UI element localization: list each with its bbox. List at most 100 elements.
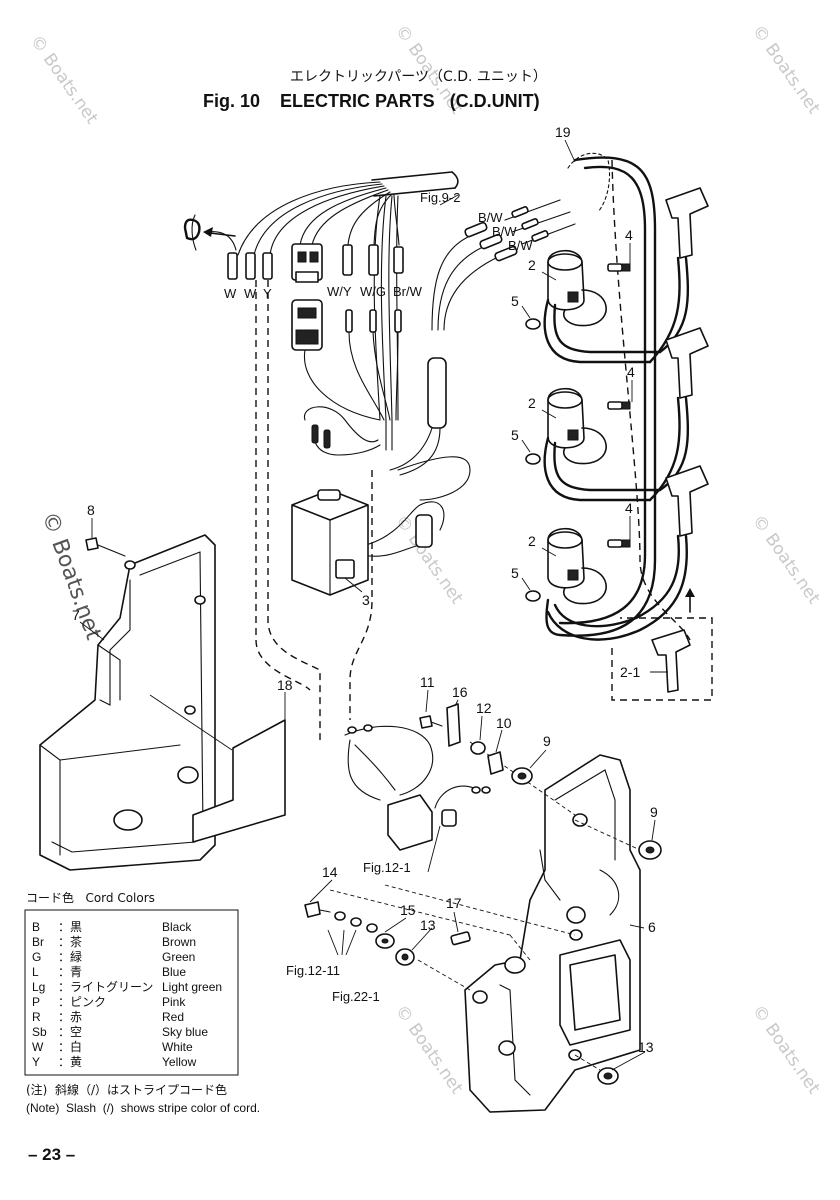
legend-english: Green bbox=[162, 950, 195, 964]
callout-18: 18 bbox=[277, 677, 293, 693]
legend-code: W bbox=[32, 1040, 44, 1054]
legend-code: Y bbox=[32, 1055, 40, 1069]
cd-unit-bracket bbox=[39, 534, 216, 871]
callout-15: 15 bbox=[400, 902, 416, 918]
wire-label-y: Y bbox=[263, 286, 272, 301]
callout-2: 2 bbox=[528, 533, 536, 549]
page-number: – 23 – bbox=[28, 1145, 75, 1164]
callout-10: 10 bbox=[496, 715, 512, 731]
legend-box bbox=[24, 909, 239, 1076]
wire-color-labels: W W Y W/Y W/G Br/W B/W B/W B/W bbox=[224, 210, 533, 301]
legend-english: Pink bbox=[162, 995, 186, 1009]
callout-14: 14 bbox=[322, 864, 338, 880]
ref-fig-12-11: Fig.12-11 bbox=[286, 963, 340, 978]
legend-english: Yellow bbox=[162, 1055, 197, 1069]
watermark: © Boats.net bbox=[748, 1001, 824, 1098]
legend-note-english: (Note) Slash (/) shows stripe color of c… bbox=[26, 1101, 260, 1115]
legend-english: Red bbox=[162, 1010, 184, 1024]
callout-13: 13 bbox=[638, 1039, 654, 1055]
legend-english: Light green bbox=[162, 980, 222, 994]
legend-english: Black bbox=[162, 920, 192, 934]
wire-label-w: W bbox=[244, 286, 257, 301]
callout-2: 2 bbox=[528, 257, 536, 273]
callout-6: 6 bbox=[648, 919, 656, 935]
callout-2-1: 2-1 bbox=[620, 664, 640, 680]
legend-japanese: ：白 bbox=[58, 1039, 82, 1054]
wire-label-bw: B/W bbox=[478, 210, 503, 225]
spark-plug-cap bbox=[546, 465, 709, 641]
callout-13: 13 bbox=[420, 917, 436, 933]
wire-label-wy: W/Y bbox=[327, 284, 352, 299]
legend-english: Brown bbox=[162, 935, 196, 949]
legend-code: Br bbox=[32, 935, 44, 949]
legend-japanese: ：空 bbox=[58, 1025, 82, 1039]
callout-11: 11 bbox=[420, 674, 435, 690]
wire-label-w: W bbox=[224, 286, 237, 301]
wire-label-wg: W/G bbox=[360, 284, 386, 299]
legend-note-japanese: (注) 斜線（/）はストライプコード色 bbox=[26, 1082, 227, 1097]
hardware-parts bbox=[304, 703, 662, 1085]
legend-japanese: ：茶 bbox=[58, 934, 82, 949]
callout-17: 17 bbox=[446, 895, 462, 911]
callout-5: 5 bbox=[511, 565, 519, 581]
legend-code: R bbox=[32, 1010, 41, 1024]
callout-8: 8 bbox=[87, 502, 95, 518]
watermark: © Boats.net bbox=[391, 1001, 467, 1098]
part-callouts: 19 4 2 5 4 2 5 4 2 5 2-1 8 7 3 18 11 16 … bbox=[72, 124, 658, 1055]
figure-references: Fig.9-2 Fig.12-1 Fig.12-11 Fig.22-1 bbox=[286, 190, 460, 1004]
page-title: Fig. 10 ELECTRIC PARTS (C.D.UNIT) bbox=[203, 91, 540, 111]
harness-connectors bbox=[183, 218, 404, 421]
cdi-unit bbox=[291, 489, 369, 596]
bw-connectors bbox=[464, 199, 576, 262]
ignition-coil bbox=[543, 387, 662, 502]
watermark: © Boats.net bbox=[748, 511, 824, 608]
callout-9: 9 bbox=[543, 733, 551, 749]
legend-japanese: ：ライトグリーン bbox=[58, 980, 153, 994]
ignition-coil bbox=[547, 527, 607, 605]
ref-fig-9-2: Fig.9-2 bbox=[420, 190, 460, 205]
legend-japanese: ：ピンク bbox=[58, 995, 106, 1009]
watermark: © Boats.net bbox=[748, 21, 824, 118]
ref-fig-22-1: Fig.22-1 bbox=[332, 989, 380, 1004]
legend-code: Lg bbox=[32, 980, 45, 994]
coil-screws bbox=[525, 263, 631, 602]
ref-fig-12-1: Fig.12-1 bbox=[363, 860, 411, 875]
callout-3: 3 bbox=[362, 592, 370, 608]
legend-japanese: ：黄 bbox=[58, 1055, 82, 1069]
callout-4: 4 bbox=[625, 500, 633, 516]
callout-16: 16 bbox=[452, 684, 468, 700]
callout-19: 19 bbox=[555, 124, 571, 140]
spark-plug-cap-detail-box bbox=[611, 588, 713, 701]
callout-leaders bbox=[79, 139, 668, 1071]
wire-label-brw: Br/W bbox=[393, 284, 423, 299]
legend-code: L bbox=[32, 965, 39, 979]
watermark: © Boats.net bbox=[26, 31, 102, 128]
ignition-coil-stack bbox=[525, 152, 709, 641]
wire-label-bw: B/W bbox=[492, 224, 517, 239]
base-plate bbox=[329, 741, 641, 1113]
callout-9: 9 bbox=[650, 804, 658, 820]
legend-english: White bbox=[162, 1040, 193, 1054]
callout-7: 7 bbox=[72, 607, 80, 623]
watermark: © Boats.net bbox=[36, 509, 106, 644]
legend-english: Sky blue bbox=[162, 1025, 208, 1039]
callout-4: 4 bbox=[625, 227, 633, 243]
routing-dash-lines bbox=[255, 159, 691, 740]
callout-4: 4 bbox=[627, 364, 635, 380]
callout-5: 5 bbox=[511, 293, 519, 309]
legend-japanese: ：緑 bbox=[58, 949, 82, 964]
legend-japanese: ：赤 bbox=[58, 1010, 82, 1024]
callout-5: 5 bbox=[511, 427, 519, 443]
legend-code: Sb bbox=[32, 1025, 47, 1039]
title-japanese: エレクトリックパーツ（C.D. ユニット） bbox=[290, 69, 547, 85]
legend-japanese: ：青 bbox=[58, 965, 82, 979]
legend-code: G bbox=[32, 950, 41, 964]
main-wire-harness bbox=[191, 171, 501, 557]
wire-label-bw: B/W bbox=[508, 238, 533, 253]
legend-japanese: ：黒 bbox=[58, 920, 82, 934]
rectifier-assembly bbox=[344, 724, 491, 851]
ignition-coil bbox=[543, 249, 662, 364]
